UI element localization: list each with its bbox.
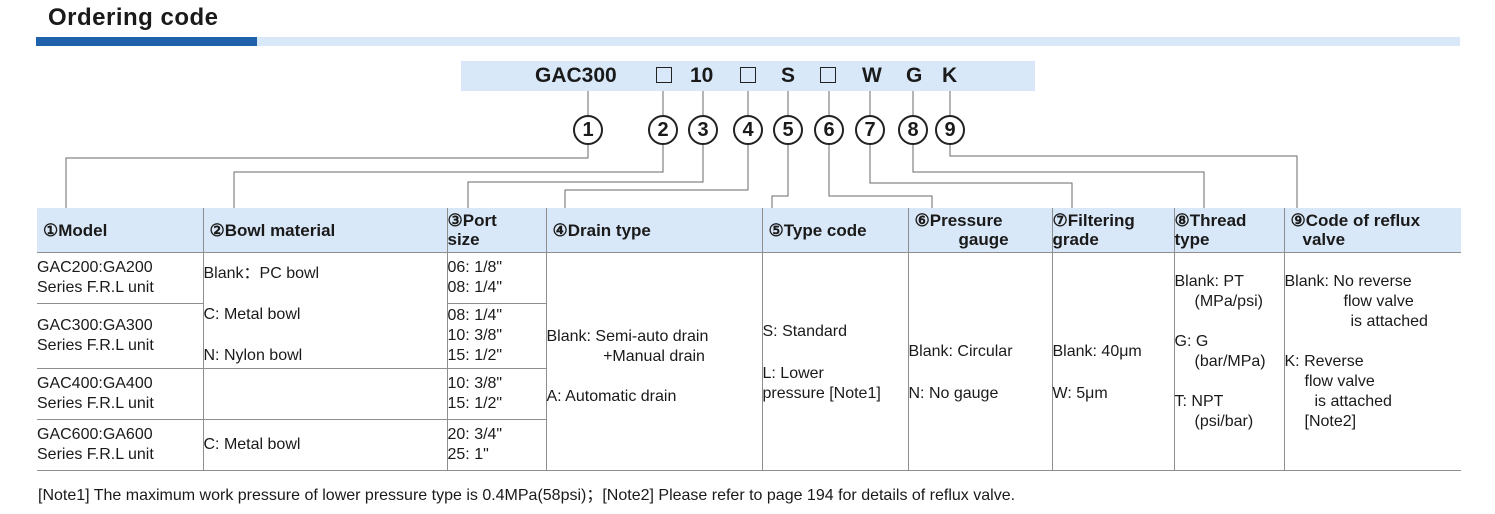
ordering-code-band — [461, 61, 1035, 91]
code-port-size: 10 — [690, 64, 714, 87]
bowl-cell-pc-metal: Blank：PC bowl C: Metal bowl N: Nylon bow… — [202, 252, 448, 369]
page-title: Ordering code — [48, 4, 219, 31]
code-filter: W — [862, 64, 882, 87]
pressure-cell: Blank: Circular N: No gauge — [907, 252, 1053, 471]
code-type: S — [781, 64, 796, 87]
header-bowl: ②Bowl material — [202, 208, 448, 253]
header-drain: ④Drain type — [545, 208, 763, 253]
callout-5: 5 — [773, 115, 803, 145]
port-cell-300: 08: 1/4"10: 3/8"15: 1/2" — [446, 303, 546, 369]
callout-3: 3 — [688, 115, 718, 145]
code-thread: G — [906, 64, 923, 87]
code-reflux: K — [942, 64, 958, 87]
code-placeholder-bowl — [656, 67, 672, 83]
callout-9: 9 — [935, 115, 965, 145]
callout-1: 1 — [573, 115, 603, 145]
filter-cell: Blank: 40μm W: 5μm — [1051, 252, 1175, 471]
port-cell-400: 10: 3/8"15: 1/2" — [446, 368, 546, 420]
callout-6: 6 — [814, 115, 844, 145]
footnote: [Note1] The maximum work pressure of low… — [38, 487, 1016, 504]
header-model: ①Model — [37, 208, 204, 253]
type-cell: S: Standard L: Lower pressure [Note1] — [761, 252, 909, 471]
bowl-cell-metal600: C: Metal bowl — [202, 419, 448, 471]
code-placeholder-drain — [740, 67, 756, 83]
reflux-cell: Blank: No reverse flow valve is attached… — [1283, 252, 1461, 471]
callout-7: 7 — [855, 115, 885, 145]
code-placeholder-pressure — [820, 67, 836, 83]
title-underline-accent — [36, 37, 257, 46]
port-cell-600: 20: 3/4"25: 1" — [446, 419, 546, 471]
callout-8: 8 — [898, 115, 928, 145]
code-prefix: GAC300 — [535, 64, 617, 87]
header-type: ⑤Type code — [761, 208, 909, 253]
title-underline — [257, 37, 1460, 46]
callout-2: 2 — [648, 115, 678, 145]
bowl-cell-none — [202, 368, 448, 420]
thread-cell: Blank: PT (MPa/psi) G: G (bar/MPa) T: NP… — [1173, 252, 1285, 471]
callout-4: 4 — [733, 115, 763, 145]
drain-cell: Blank: Semi-auto drain +Manual drain A: … — [545, 252, 763, 471]
port-cell-200: 06: 1/8"08: 1/4" — [446, 252, 547, 304]
